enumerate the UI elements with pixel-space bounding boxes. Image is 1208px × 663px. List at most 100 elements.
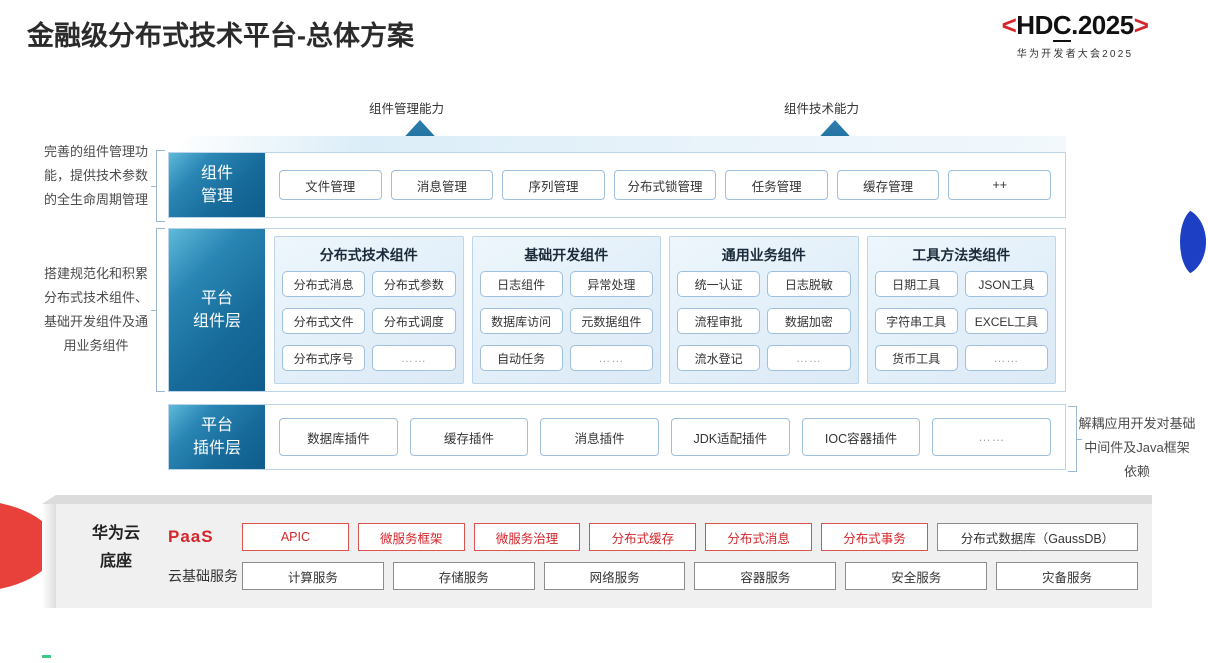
component-group-grid: 分布式消息 分布式参数 分布式文件 分布式调度 分布式序号 …… bbox=[282, 271, 456, 377]
component-item[interactable]: 异常处理 bbox=[569, 271, 653, 297]
arrow-label-component-technology: 组件技术能力 bbox=[784, 102, 860, 116]
cloud-base-label-line1: 华为云 bbox=[91, 525, 140, 542]
paas-item-distributed-database[interactable]: 分布式数据库（GaussDB） bbox=[936, 523, 1139, 551]
arrow-label-component-management: 组件管理能力 bbox=[369, 102, 445, 116]
component-item[interactable]: 日志组件 bbox=[479, 271, 563, 297]
component-item-more[interactable]: …… bbox=[569, 345, 653, 371]
component-item-more[interactable]: …… bbox=[964, 345, 1048, 371]
cloud-base-label-line2: 底座 bbox=[99, 553, 132, 570]
component-group-grid: 日期工具 JSON工具 字符串工具 EXCEL工具 货币工具 …… bbox=[874, 271, 1048, 377]
component-group-tool-methods: 工具方法类组件 日期工具 JSON工具 字符串工具 EXCEL工具 货币工具 …… bbox=[866, 236, 1056, 384]
infra-item-container[interactable]: 容器服务 bbox=[694, 562, 837, 590]
blue-crescent-decoration bbox=[1180, 208, 1206, 276]
cloud-base-panel: 华为云 底座 PaaS APIC 微服务框架 微服务治理 分布式缓存 分布式消息… bbox=[56, 504, 1152, 608]
layer-tag-line2: 组件层 bbox=[192, 313, 241, 330]
plugin-item[interactable]: 缓存插件 bbox=[409, 418, 529, 456]
plugin-item[interactable]: 数据库插件 bbox=[279, 418, 398, 456]
bracket-left-top bbox=[151, 150, 165, 222]
component-item-more[interactable]: …… bbox=[767, 345, 851, 371]
component-item[interactable]: 分布式消息 bbox=[282, 271, 366, 297]
component-item[interactable]: 日期工具 bbox=[874, 271, 958, 297]
paas-item-microservice-governance[interactable]: 微服务治理 bbox=[473, 523, 581, 551]
component-item[interactable]: 数据库访问 bbox=[479, 308, 563, 334]
plugin-item[interactable]: 消息插件 bbox=[540, 418, 660, 456]
plugin-item[interactable]: JDK适配插件 bbox=[671, 418, 790, 456]
component-group-title: 分布式技术组件 bbox=[319, 247, 418, 263]
component-group-grid: 日志组件 异常处理 数据库访问 元数据组件 自动任务 …… bbox=[479, 271, 653, 377]
paas-row-label: PaaS bbox=[168, 527, 214, 546]
component-item[interactable]: 数据加密 bbox=[767, 308, 851, 334]
plugin-item[interactable]: IOC容器插件 bbox=[801, 418, 921, 456]
side-note-right: 解耦应用开发对基础中间件及Java框架依赖 bbox=[1078, 416, 1196, 480]
component-group-title: 基础开发组件 bbox=[524, 247, 609, 263]
component-item[interactable]: 流水登记 bbox=[677, 345, 761, 371]
infra-row: 云基础服务 计算服务 存储服务 网络服务 容器服务 安全服务 灾备服务 bbox=[168, 560, 1138, 592]
component-management-item[interactable]: 文件管理 bbox=[279, 170, 382, 200]
paas-item-distributed-cache[interactable]: 分布式缓存 bbox=[589, 523, 697, 551]
component-management-item-more[interactable]: ++ bbox=[948, 170, 1052, 200]
component-management-item[interactable]: 序列管理 bbox=[502, 170, 605, 200]
hdc-logo-subtitle: 华为开发者大会2025 bbox=[1016, 49, 1134, 60]
infra-item-security[interactable]: 安全服务 bbox=[845, 562, 988, 590]
hdc-logo: <HDC.2025> 华为开发者大会2025 bbox=[960, 10, 1190, 60]
layer-tag-line1: 平台 bbox=[200, 416, 233, 434]
side-note-left-top: 完善的组件管理功能，提供技术参数的全生命周期管理 bbox=[43, 144, 148, 208]
layer-body-component-management: 文件管理 消息管理 序列管理 分布式锁管理 任务管理 缓存管理 ++ bbox=[265, 153, 1065, 217]
component-group-distributed-tech: 分布式技术组件 分布式消息 分布式参数 分布式文件 分布式调度 分布式序号 …… bbox=[274, 236, 464, 384]
paas-items: APIC 微服务框架 微服务治理 分布式缓存 分布式消息 分布式事务 分布式数据… bbox=[242, 523, 1139, 551]
component-management-item[interactable]: 任务管理 bbox=[725, 170, 828, 200]
component-item[interactable]: 分布式序号 bbox=[282, 345, 366, 371]
infra-item-compute[interactable]: 计算服务 bbox=[242, 562, 384, 590]
component-management-item[interactable]: 缓存管理 bbox=[836, 170, 940, 200]
green-mark-decoration bbox=[42, 655, 51, 658]
layer-platform-plugin: 平台 插件层 数据库插件 缓存插件 消息插件 JDK适配插件 IOC容器插件 …… bbox=[168, 404, 1066, 470]
infra-item-network[interactable]: 网络服务 bbox=[543, 562, 686, 590]
component-item[interactable]: 自动任务 bbox=[479, 345, 563, 371]
layer-platform-component: 平台 组件层 分布式技术组件 分布式消息 分布式参数 分布式文件 分布式调度 分… bbox=[168, 228, 1066, 392]
cloud-base-rows: PaaS APIC 微服务框架 微服务治理 分布式缓存 分布式消息 分布式事务 … bbox=[168, 521, 1139, 599]
hdc-logo-text: <HDC.2025> bbox=[960, 10, 1190, 42]
component-item[interactable]: 分布式参数 bbox=[372, 271, 456, 297]
component-item[interactable]: 字符串工具 bbox=[874, 308, 958, 334]
hdc-year: .2025 bbox=[1071, 10, 1134, 40]
component-group-grid: 统一认证 日志脱敏 流程审批 数据加密 流水登记 …… bbox=[677, 271, 851, 377]
layer-tag-line2: 插件层 bbox=[192, 440, 241, 457]
paas-item-distributed-message[interactable]: 分布式消息 bbox=[705, 523, 813, 551]
angle-bracket-left-icon: < bbox=[1001, 10, 1017, 40]
paas-item-microservice-framework[interactable]: 微服务框架 bbox=[357, 523, 465, 551]
page-title: 金融级分布式技术平台-总体方案 bbox=[27, 21, 414, 51]
layer-tag-line2: 管理 bbox=[200, 188, 233, 205]
component-management-item[interactable]: 消息管理 bbox=[390, 170, 494, 200]
paas-item-apic[interactable]: APIC bbox=[242, 523, 349, 551]
bracket-right bbox=[1068, 406, 1082, 472]
component-item[interactable]: 分布式文件 bbox=[282, 308, 366, 334]
component-item[interactable]: EXCEL工具 bbox=[964, 308, 1048, 334]
infra-item-disaster-recovery[interactable]: 灾备服务 bbox=[996, 562, 1138, 590]
layer-tag-component-management: 组件 管理 bbox=[169, 153, 265, 217]
component-item[interactable]: 统一认证 bbox=[677, 271, 761, 297]
component-item-more[interactable]: …… bbox=[372, 345, 456, 371]
layer-component-management: 组件 管理 文件管理 消息管理 序列管理 分布式锁管理 任务管理 缓存管理 ++ bbox=[168, 152, 1066, 218]
component-item[interactable]: 日志脱敏 bbox=[767, 271, 851, 297]
infra-item-storage[interactable]: 存储服务 bbox=[392, 562, 535, 590]
hdc-letter-c: C bbox=[1052, 10, 1072, 42]
layer-tag-line1: 平台 bbox=[200, 289, 233, 307]
component-group-basic-dev: 基础开发组件 日志组件 异常处理 数据库访问 元数据组件 自动任务 …… bbox=[471, 236, 661, 384]
layer-tag-platform-component: 平台 组件层 bbox=[169, 229, 265, 391]
plugin-item-more[interactable]: …… bbox=[932, 418, 1052, 456]
hdc-letter-d: D bbox=[1034, 10, 1054, 40]
component-item[interactable]: 流程审批 bbox=[677, 308, 761, 334]
infra-items: 计算服务 存储服务 网络服务 容器服务 安全服务 灾备服务 bbox=[242, 562, 1138, 590]
component-group-title: 工具方法类组件 bbox=[912, 247, 1011, 263]
component-item[interactable]: 分布式调度 bbox=[372, 308, 456, 334]
component-item[interactable]: 货币工具 bbox=[874, 345, 958, 371]
angle-bracket-right-icon: > bbox=[1133, 10, 1149, 40]
component-item[interactable]: JSON工具 bbox=[964, 271, 1048, 297]
component-item[interactable]: 元数据组件 bbox=[569, 308, 653, 334]
paas-row: PaaS APIC 微服务框架 微服务治理 分布式缓存 分布式消息 分布式事务 … bbox=[168, 521, 1139, 553]
paas-item-distributed-transaction[interactable]: 分布式事务 bbox=[821, 523, 928, 551]
infra-row-label: 云基础服务 bbox=[168, 568, 238, 584]
component-management-item[interactable]: 分布式锁管理 bbox=[613, 170, 717, 200]
layer-body-platform-plugin: 数据库插件 缓存插件 消息插件 JDK适配插件 IOC容器插件 …… bbox=[265, 405, 1065, 469]
